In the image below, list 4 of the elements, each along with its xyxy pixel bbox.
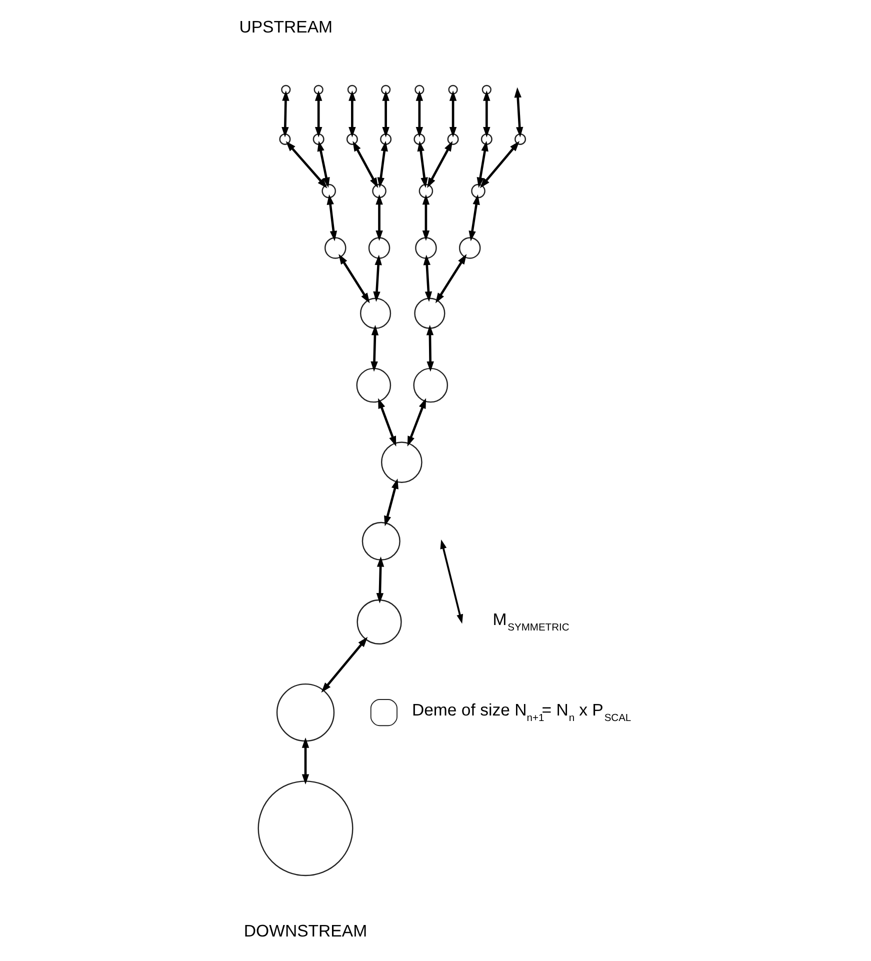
label: UPSTREAM [238, 18, 332, 37]
legend-label: M$_{SYMMETRIC}$ [492, 610, 569, 634]
label: DOWNSTREAM [243, 922, 367, 941]
legend-label: Deme of size N$_{n+1}$= N$_{n}$ x P$_{SCAL}$ [411, 700, 631, 724]
